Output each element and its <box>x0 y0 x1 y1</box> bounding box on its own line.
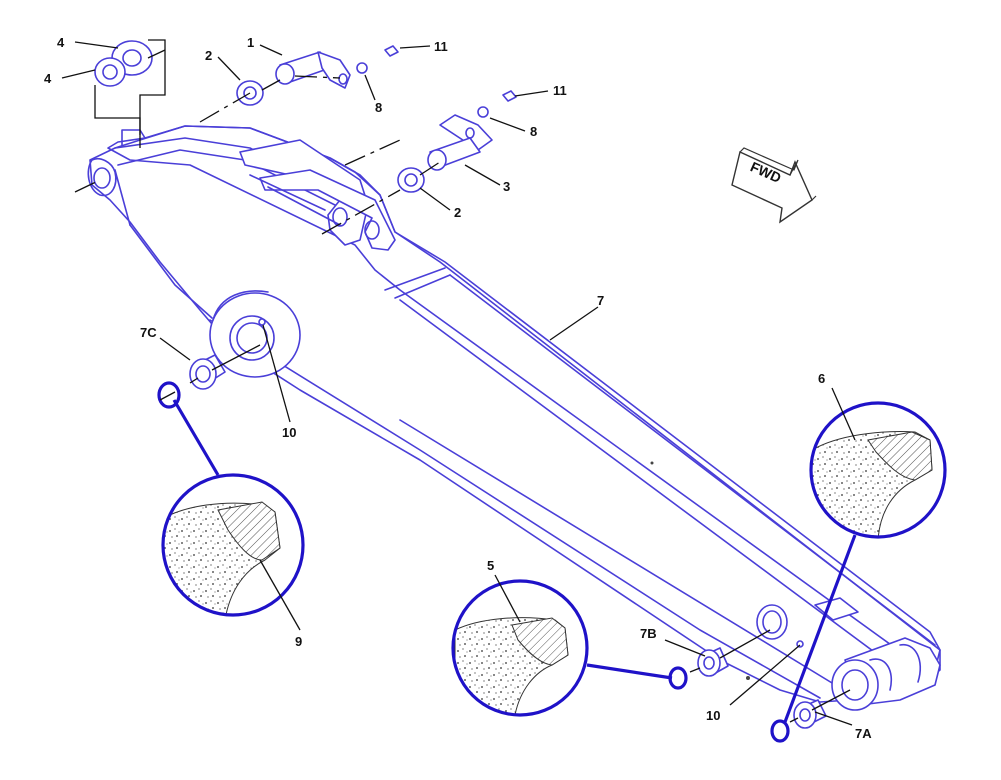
callout-4-upper: 4 <box>57 35 65 50</box>
callout-2-lower: 2 <box>454 205 461 220</box>
forward-arrow: FWD <box>731 147 817 224</box>
callout-7c: 7C <box>140 325 157 340</box>
callout-10-lower: 10 <box>706 708 720 723</box>
callout-2-upper: 2 <box>205 48 212 63</box>
detail-seal-9 <box>161 399 305 617</box>
callout-11-upper: 11 <box>434 39 448 54</box>
callout-10-upper: 10 <box>282 425 296 440</box>
callout-8-upper: 8 <box>375 100 382 115</box>
callout-7: 7 <box>597 293 604 308</box>
bushing-7b-part <box>697 649 721 677</box>
seal-5-ring <box>668 666 688 690</box>
callout-9: 9 <box>295 634 302 649</box>
shim-4b-part <box>94 57 126 87</box>
callout-7a: 7A <box>855 726 872 741</box>
seal-6-ring <box>770 719 790 743</box>
detail-seal-5 <box>451 579 673 717</box>
parts <box>94 40 827 743</box>
assembly-lines <box>74 39 851 723</box>
callout-4-lower: 4 <box>44 71 52 86</box>
callout-6: 6 <box>818 371 825 386</box>
bushing-7c-part <box>189 358 217 390</box>
callout-1: 1 <box>247 35 254 50</box>
callout-11-lower: 11 <box>553 83 567 98</box>
seal-9-ring <box>157 381 181 409</box>
callout-labels: 4 4 2 1 11 8 11 8 3 2 7 7C 10 6 9 5 7B 1… <box>44 35 872 741</box>
boom-body <box>87 125 941 711</box>
callout-5: 5 <box>487 558 494 573</box>
callout-7b: 7B <box>640 626 657 641</box>
detail-seal-6 <box>783 401 947 723</box>
callout-3: 3 <box>503 179 510 194</box>
bushing-7a-part <box>793 701 817 729</box>
callout-8-lower: 8 <box>530 124 537 139</box>
leader-lines <box>61 41 856 726</box>
